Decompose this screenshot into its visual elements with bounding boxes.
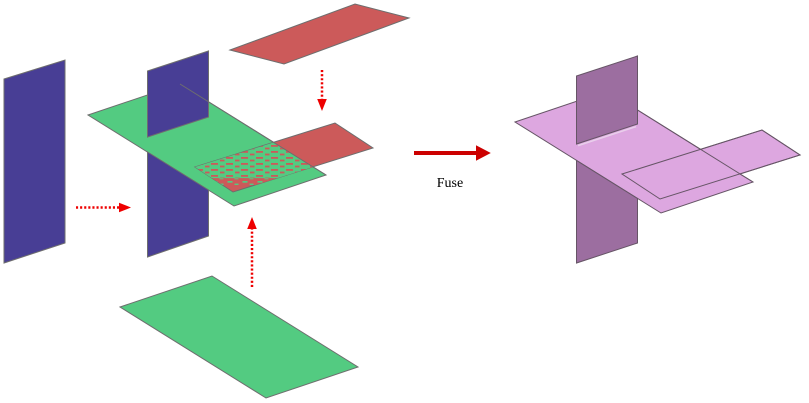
blue-plane-middle-upper xyxy=(147,50,209,138)
result-vertical-plane-upper xyxy=(576,55,638,145)
dotted-arrow-up-icon xyxy=(247,217,257,287)
solid-arrow-right-icon xyxy=(414,145,491,161)
left-figure xyxy=(3,3,411,399)
transition: Fuse xyxy=(414,145,491,191)
overlap-zfight-band-upper xyxy=(195,142,313,179)
right-figure xyxy=(513,55,802,264)
dotted-arrow-right-icon xyxy=(76,202,131,213)
fuse-label: Fuse xyxy=(437,176,463,191)
dotted-arrow-down-icon xyxy=(317,70,327,111)
green-edge-over-red xyxy=(179,83,327,176)
result-horizontal-plane xyxy=(513,90,802,214)
result-vertical-plane-lower xyxy=(576,159,638,264)
overlap-zfight-band-lower xyxy=(212,178,277,185)
intersection-highlight xyxy=(577,125,637,147)
blue-plane-middle-lower xyxy=(147,151,209,258)
imprinted-rectangle-outline xyxy=(620,129,802,200)
green-plane-bottom xyxy=(118,275,360,399)
blue-plane-left xyxy=(3,59,66,264)
red-plane-top xyxy=(228,3,411,65)
